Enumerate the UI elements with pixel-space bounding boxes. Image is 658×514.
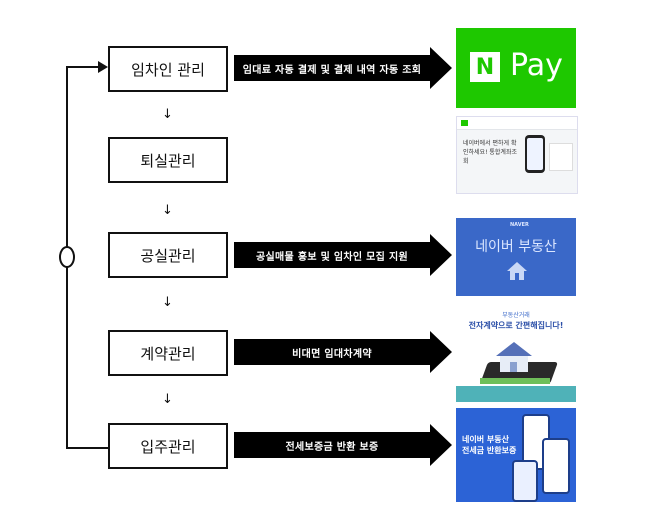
step-box-movein: 입주관리: [108, 423, 228, 469]
phone-mockup-icon: [525, 135, 545, 173]
action-arrow-vacancy: 공실매물 홍보 및 임차인 모집 지원: [234, 234, 452, 276]
green-grass-strip: [480, 378, 550, 384]
teal-floor: [456, 386, 576, 402]
step-label: 계약관리: [140, 344, 196, 363]
loop-line-top: [66, 66, 100, 68]
npay-n-badge: N: [470, 52, 500, 82]
e-contract-thumbnail: 부동산거래 전자계약으로 간편해집니다!: [456, 304, 576, 402]
phone-mockup-icon: [542, 438, 570, 494]
action-label: 전세보증금 반환 보증: [285, 441, 379, 453]
house-icon: [507, 262, 527, 280]
step-box-tenant: 임차인 관리: [108, 46, 228, 92]
action-label: 임대료 자동 결제 및 결제 내역 자동 조회: [242, 64, 422, 76]
step-label: 퇴실관리: [140, 151, 196, 170]
webpage-header-bar: [457, 117, 577, 130]
action-arrow-movein: 전세보증금 반환 보증: [234, 424, 452, 466]
down-arrow-icon: ↓: [162, 107, 173, 122]
contract-main-text: 전자계약으로 간편해집니다!: [468, 321, 564, 330]
contract-top-text: 부동산거래: [502, 312, 530, 319]
step-box-contract: 계약관리: [108, 330, 228, 376]
step-label: 입주관리: [140, 437, 196, 456]
house-illustration-icon: [496, 342, 532, 372]
deposit-guarantee-thumbnail: 네이버 부동산 전세금 반환보증: [456, 408, 576, 502]
step-box-vacancy: 공실관리: [108, 232, 228, 278]
down-arrow-icon: ↓: [162, 295, 173, 310]
webpage-promo-text: 네이버에서 편하게 확인하세요! 통합계좌조회: [463, 140, 517, 165]
step-label: 공실관리: [140, 246, 196, 265]
webpage-card: [549, 143, 573, 171]
down-arrow-icon: ↓: [162, 203, 173, 218]
npay-pay-text: Pay: [510, 48, 563, 83]
npay-webpage-thumbnail: 네이버에서 편하게 확인하세요! 통합계좌조회: [456, 116, 578, 194]
npay-logo-thumbnail: N Pay: [456, 28, 576, 108]
phone-mockup-icon: [512, 460, 538, 502]
action-arrow-tenant: 임대료 자동 결제 및 결제 내역 자동 조회: [234, 47, 452, 89]
action-label: 비대면 임대차계약: [292, 348, 372, 360]
action-label: 공실매물 홍보 및 임차인 모집 지원: [256, 251, 408, 263]
loop-circle-icon: [59, 246, 75, 268]
naver-realty-thumbnail: NAVER 네이버 부동산: [456, 218, 576, 296]
deposit-title-text: 네이버 부동산 전세금 반환보증: [462, 435, 517, 455]
loop-arrowhead-icon: [98, 61, 108, 73]
step-label: 임차인 관리: [131, 60, 205, 79]
down-arrow-icon: ↓: [162, 392, 173, 407]
step-box-moveout: 퇴실관리: [108, 137, 228, 183]
npay-small-logo-icon: [461, 120, 468, 126]
naver-brand-text: NAVER: [510, 222, 529, 228]
realty-title-text: 네이버 부동산: [475, 239, 557, 255]
action-arrow-contract: 비대면 임대차계약: [234, 331, 452, 373]
loop-line-bottom: [66, 447, 108, 449]
